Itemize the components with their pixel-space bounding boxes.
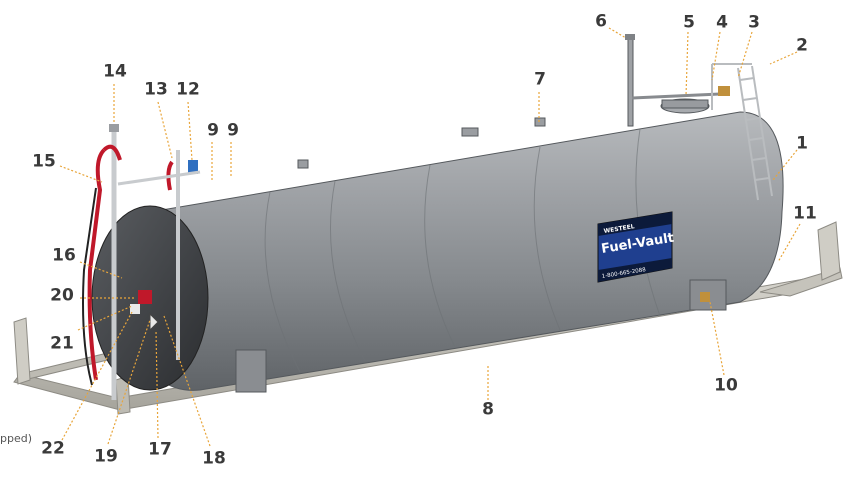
top-valve: [718, 86, 730, 96]
blue-filter: [188, 160, 198, 174]
tank: [91, 111, 784, 393]
leader-6: [608, 27, 627, 39]
front-equipment: [82, 124, 201, 400]
callout-7: 7: [534, 69, 546, 90]
callout-14: 14: [103, 61, 127, 82]
ladder: [711, 63, 773, 201]
red-hose-2: [166, 160, 174, 191]
leader-15: [59, 165, 103, 183]
leader-22: [61, 311, 133, 441]
leader-12: [187, 101, 193, 161]
callout-13: 13: [144, 79, 168, 100]
callout-21: 21: [50, 333, 74, 354]
nozzle-holder: [138, 290, 152, 304]
callout-12: 12: [176, 79, 200, 100]
leader-11: [777, 223, 801, 263]
leader-13: [157, 101, 173, 159]
valve-assembly: [149, 312, 159, 332]
callout-10: 10: [714, 375, 738, 396]
vent-pipe: [627, 37, 634, 127]
leader-1: [772, 149, 798, 181]
leader-10: [709, 301, 725, 376]
red-hose: [87, 148, 106, 381]
callout-9b: 9: [227, 120, 239, 141]
brand-panel: WESTEEL Fuel-Vault 1-800-665-2088: [597, 211, 675, 283]
manway-neck: [661, 99, 709, 109]
top-fitting-1: [461, 127, 479, 137]
skid-corner-post: [13, 317, 31, 385]
cropped-note-fragment: pped): [0, 432, 33, 445]
callout-18: 18: [202, 448, 226, 469]
callout-16: 16: [52, 245, 76, 266]
callout-8: 8: [482, 399, 494, 420]
leader-19: [107, 319, 151, 445]
brand-panel-bottom: [598, 258, 672, 282]
top-fitting-3: [297, 159, 309, 169]
skid-lift-lug-right: [817, 221, 841, 281]
vent-cap: [625, 34, 635, 40]
callout-4: 4: [716, 12, 728, 33]
tank-saddle-plate: [700, 292, 710, 302]
callout-15: 15: [32, 151, 56, 172]
tank-shell: [123, 111, 784, 391]
callout-22: 22: [41, 438, 65, 459]
callout-9a: 9: [207, 120, 219, 141]
nozzle-body: [130, 304, 140, 314]
callout-3: 3: [748, 12, 760, 33]
callout-19: 19: [94, 446, 118, 467]
leader-2: [769, 51, 798, 65]
callout-6: 6: [595, 11, 607, 32]
leader-16: [79, 261, 123, 279]
black-hose: [82, 187, 97, 386]
leader-18: [163, 315, 211, 447]
leader-3: [737, 31, 753, 79]
callout-5: 5: [683, 12, 695, 33]
top-pipe: [631, 92, 721, 100]
callout-17: 17: [148, 439, 172, 460]
front-pipe: [117, 170, 201, 186]
riser-cap: [109, 124, 119, 132]
leader-4: [711, 31, 721, 81]
callout-11: 11: [793, 203, 817, 224]
callout-2: 2: [796, 35, 808, 56]
tank-saddle-left: [235, 349, 267, 393]
hose-loop: [102, 144, 122, 161]
callout-1: 1: [796, 133, 808, 154]
leader-21: [77, 305, 133, 331]
callout-20: 20: [50, 285, 74, 306]
leader-5: [685, 31, 689, 97]
brand-panel-top: [598, 212, 672, 236]
top-fitting-2: [534, 117, 546, 127]
brand-westeel: WESTEEL: [603, 223, 635, 235]
leader-lines: [59, 27, 801, 447]
top-fittings: [297, 34, 773, 201]
